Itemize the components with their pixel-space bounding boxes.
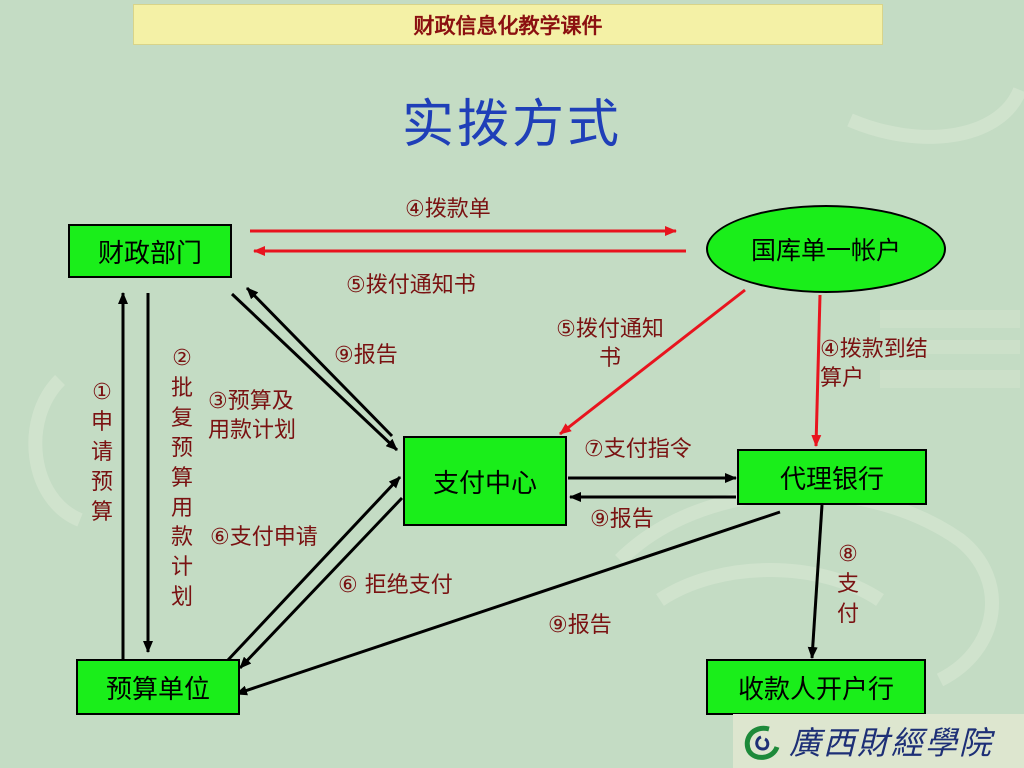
- label-report-lower: ⑨报告: [548, 613, 612, 638]
- arrow-report-to-budget-unit: [235, 510, 781, 696]
- label-report-upper: ⑨报告: [334, 343, 398, 368]
- course-header: 财政信息化教学课件: [133, 4, 883, 45]
- node-finance-dept-label: 财政部门: [97, 238, 202, 269]
- label-payment-to-payee: ⑧支付: [836, 542, 859, 627]
- node-payment-center-label: 支付中心: [432, 468, 537, 499]
- label-allocation-to-account-line1: ④拨款到结: [820, 337, 928, 362]
- label-report-mid: ⑨报告: [590, 507, 654, 532]
- label-payment-instruction: ⑦支付指令: [584, 437, 692, 462]
- label-payment-application: ⑥支付申请: [210, 525, 318, 550]
- node-treasury-account: 国库单一帐户: [706, 205, 946, 293]
- college-logo-icon: [744, 725, 780, 760]
- college-logo-text: 廣西財經學院: [789, 724, 994, 762]
- college-logo: 廣西財經學院: [733, 714, 1024, 768]
- course-header-text: 财政信息化教学课件: [413, 13, 603, 38]
- label-allocation-to-account-line2: 算户: [820, 365, 865, 391]
- node-agent-bank: 代理银行: [737, 449, 927, 505]
- arrow-payment-to-payee: [807, 504, 824, 659]
- arrow-payment-notice-to-center: [559, 288, 746, 436]
- label-payment-notice-diag-line1: ⑤拨付通知: [556, 317, 664, 342]
- arrow-reject-payment: [238, 496, 404, 670]
- label-allocation-to-account: ④拨款到结 算户: [820, 336, 928, 393]
- node-treasury-account-label: 国库单一帐户: [750, 236, 901, 265]
- node-finance-dept: 财政部门: [68, 224, 232, 278]
- node-payment-center: 支付中心: [403, 436, 567, 526]
- label-budget-plan-line2: 用款计划: [208, 417, 297, 443]
- arrow-budget-plan-to-center: [230, 292, 399, 452]
- arrow-allocation-to-bank: [811, 294, 822, 447]
- label-budget-plan: ③预算及 用款计划: [208, 388, 296, 445]
- label-reject-payment: ⑥ 拒绝支付: [338, 573, 453, 598]
- label-payment-notice-top: ⑤拨付通知书: [346, 273, 476, 298]
- node-budget-unit: 预算单位: [76, 659, 240, 715]
- label-budget-plan-line1: ③预算及: [208, 389, 294, 414]
- page-title: 实拨方式: [401, 95, 622, 155]
- node-agent-bank-label: 代理银行: [779, 464, 884, 495]
- label-approve-budget: ②批复预算用款计划: [170, 346, 193, 611]
- node-payee-bank-label: 收款人开户行: [737, 674, 894, 705]
- label-payment-notice-diag-line2: 书: [598, 345, 621, 371]
- label-allocation-slip: ④拨款单: [405, 197, 491, 222]
- arrow-payment-application: [226, 475, 402, 662]
- node-payee-bank: 收款人开户行: [706, 659, 926, 715]
- label-apply-budget: ①申请预算: [90, 380, 113, 525]
- arrow-report-to-finance: [245, 286, 394, 438]
- node-budget-unit-label: 预算单位: [105, 674, 210, 705]
- label-payment-notice-diag: ⑤拨付通知 书: [536, 316, 684, 373]
